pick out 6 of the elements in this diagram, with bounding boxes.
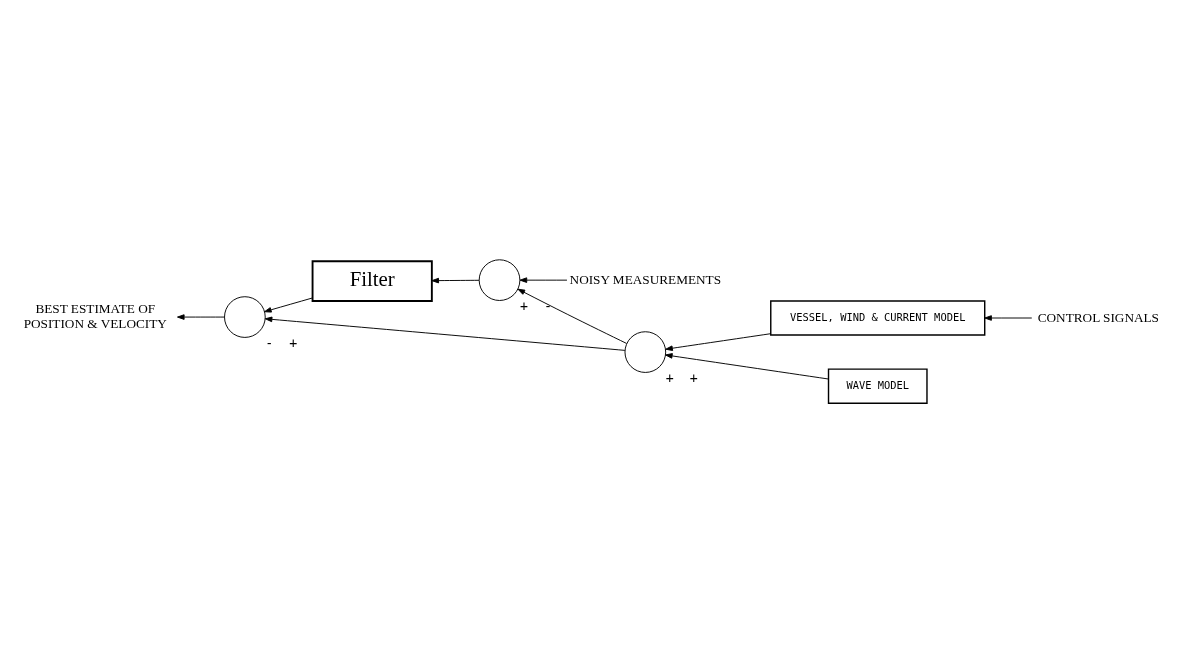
node-label: - + [265,335,298,351]
node-text: NOISY MEASUREMENTS [569,271,722,287]
node-label: + + [665,370,698,386]
node-label: + - [520,298,552,314]
node-text: BEST ESTIMATE OF POSITION & VELOCITY [23,300,167,331]
node-text: CONTROL SIGNALS [1037,309,1159,325]
